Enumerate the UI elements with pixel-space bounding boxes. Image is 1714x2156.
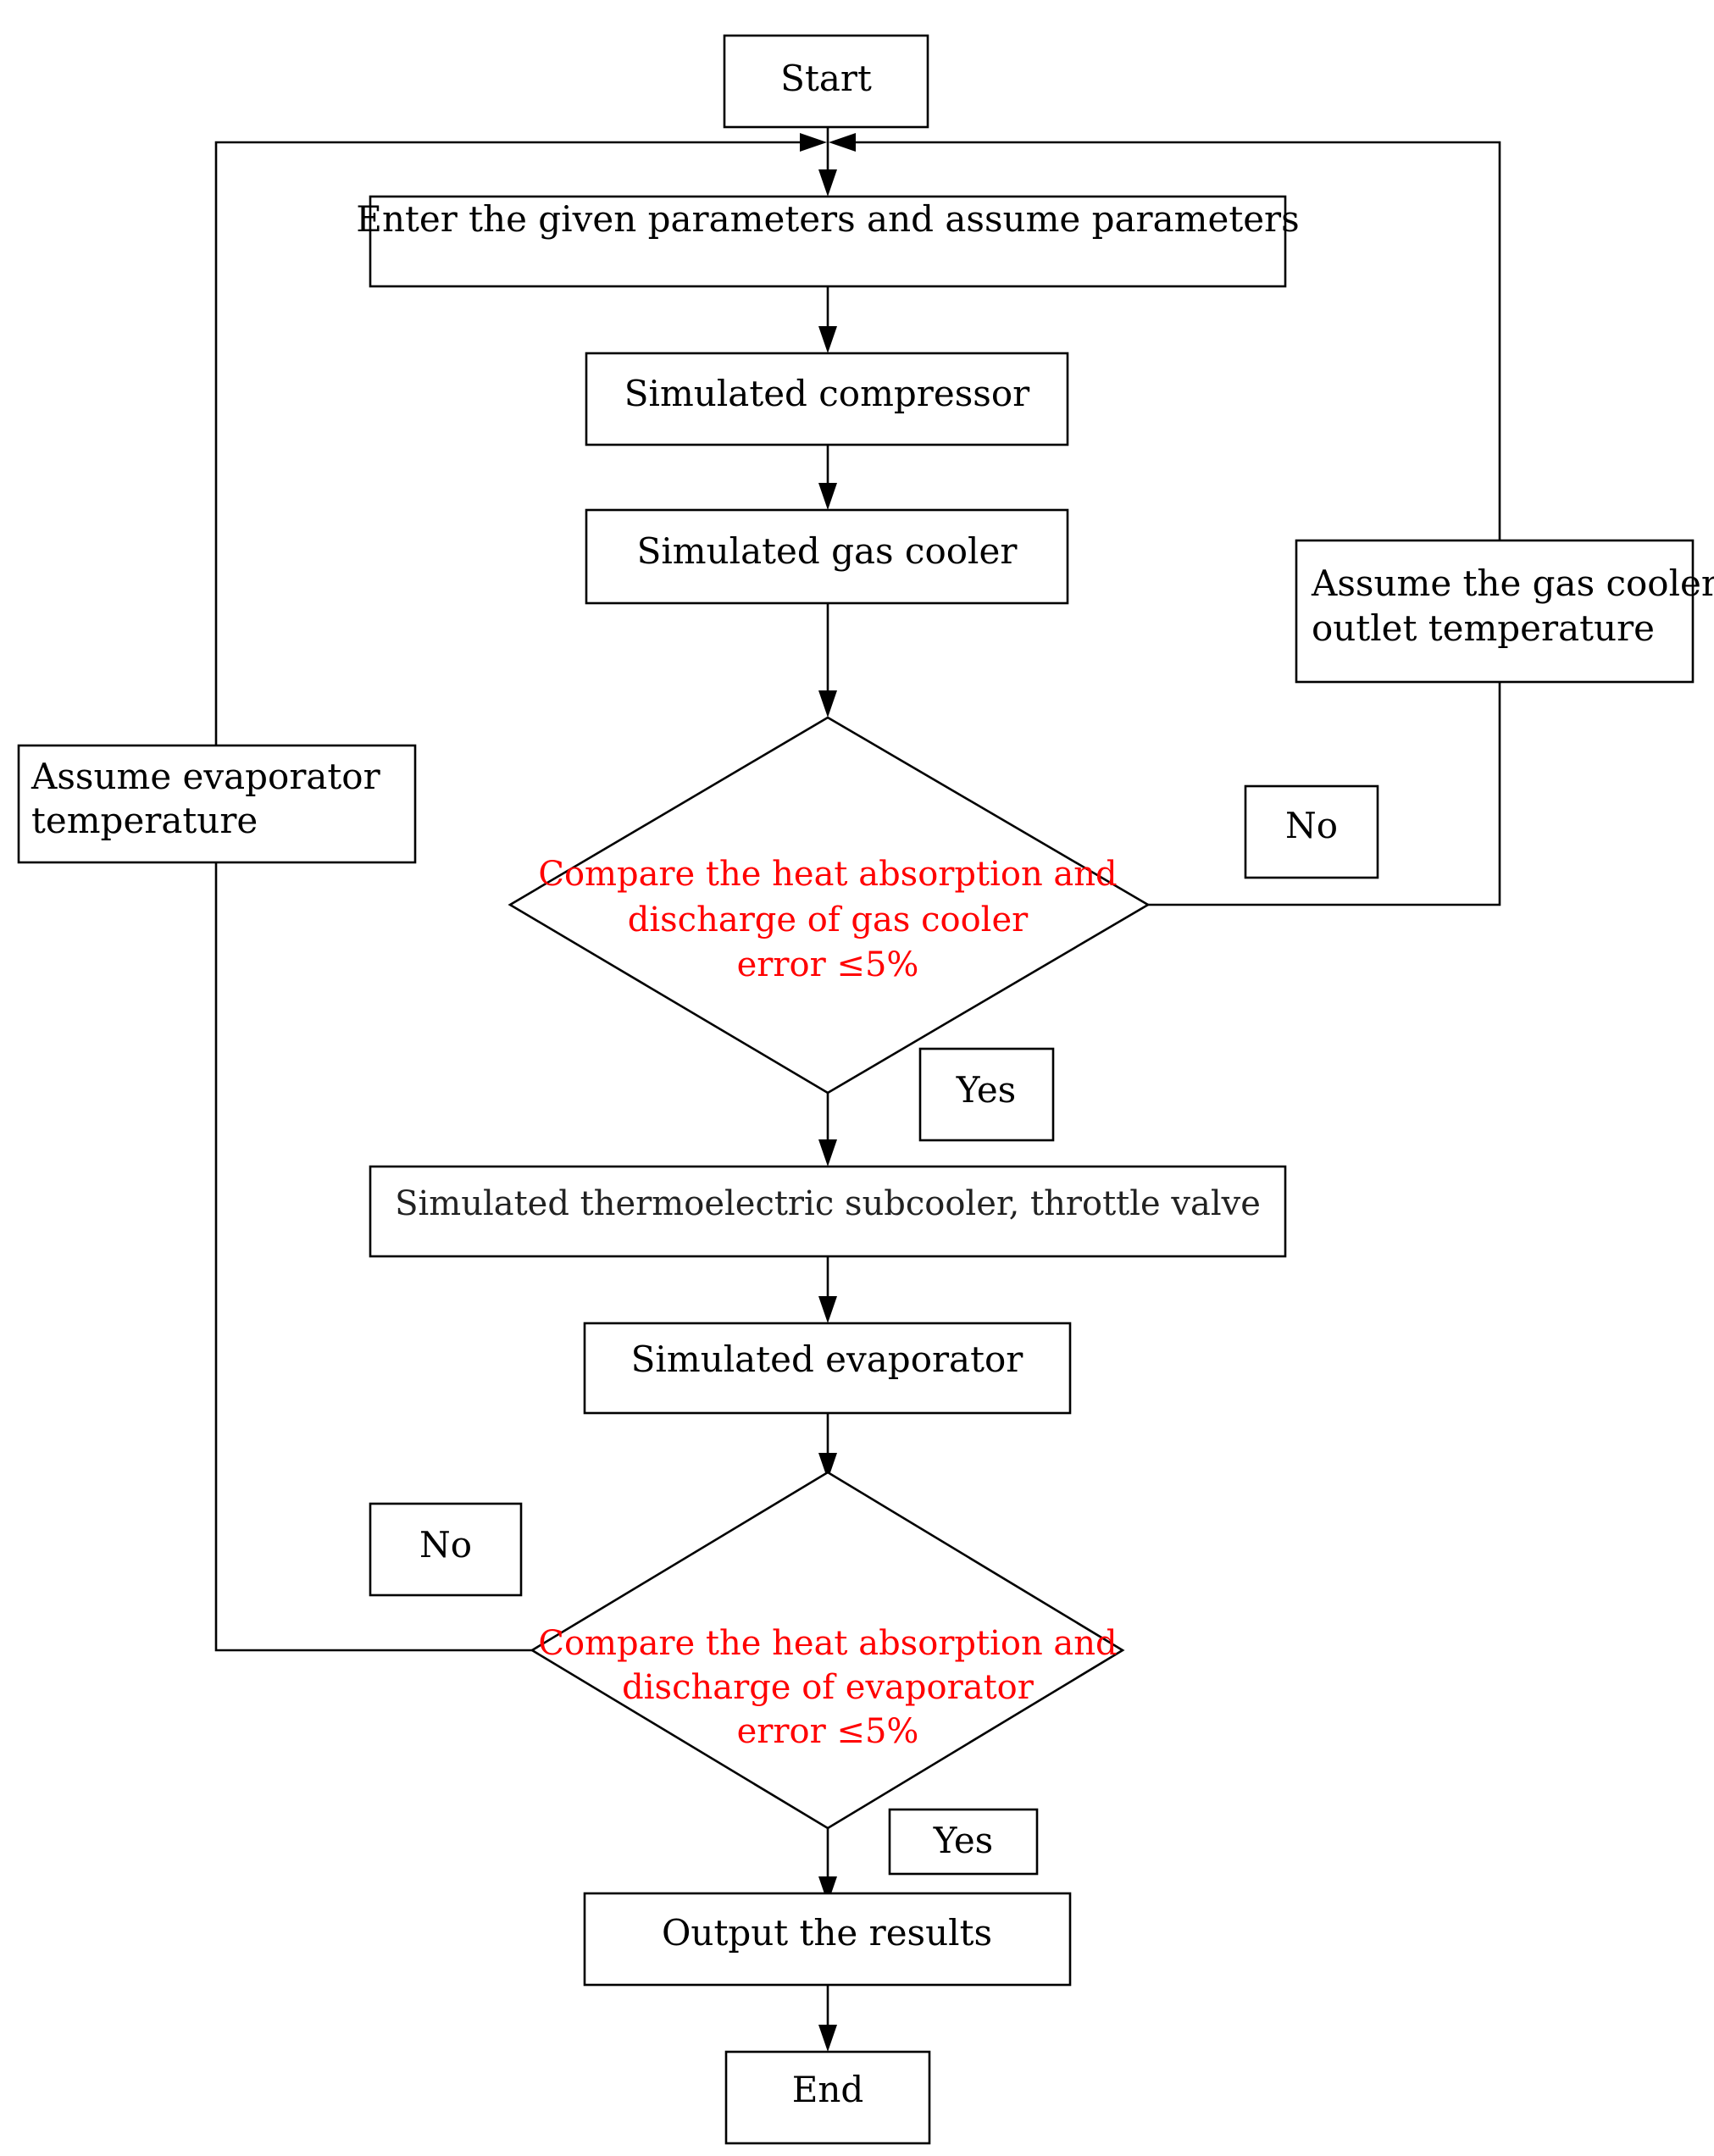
evaporator-decision-line2: discharge of evaporator [622,1668,1035,1707]
arrowhead-into-gascooler [818,483,837,510]
start-label: Start [780,58,872,99]
enter-parameters-label: Enter the given parameters and assume pa… [356,198,1299,240]
arrowhead-into-evaporator [818,1296,837,1323]
simulated-gas-cooler-node: Simulated gas cooler [585,508,1069,605]
simulated-subcooler-valve-node: Simulated thermoelectric subcooler, thro… [369,1165,1287,1258]
gas-cooler-yes-label: Yes [956,1069,1017,1111]
start-node: Start [723,34,929,129]
edge-decision1-no-loop [1148,682,1501,906]
gas-cooler-decision-line2: discharge of gas cooler [628,901,1029,939]
edge-decision2-no-loop [214,862,532,1652]
arrowhead-into-output [818,1876,837,1904]
output-results-label: Output the results [662,1912,992,1954]
arrowhead-right-merge [829,133,856,152]
arrowhead-into-compressor [818,326,837,353]
simulated-compressor-node: Simulated compressor [585,352,1069,446]
end-node: End [724,2050,931,2145]
assume-gas-cooler-outlet-line1: Assume the gas cooler [1311,563,1714,604]
arrowhead-into-subcooler [818,1139,837,1167]
evaporator-decision-line1: Compare the heat absorption and [538,1624,1117,1663]
enter-parameters-node: Enter the given parameters and assume pa… [356,195,1300,288]
output-results-node: Output the results [583,1892,1072,1987]
gas-cooler-decision-line1: Compare the heat absorption and [538,855,1117,894]
gas-cooler-no-label: No [1285,805,1338,846]
evaporator-yes-label: Yes [933,1820,994,1861]
simulated-evaporator-node: Simulated evaporator [583,1322,1072,1415]
assume-evaporator-temp-line2: temperature [31,800,258,841]
gas-cooler-decision-line3: error ≤5% [737,945,919,984]
assume-gas-cooler-outlet-node: Assume the gas cooler outlet temperature [1295,539,1714,684]
evaporator-no-label-box: No [369,1502,523,1597]
end-label: End [792,2069,864,2110]
evaporator-no-label: No [419,1524,472,1566]
evaporator-yes-label-box: Yes [888,1808,1039,1876]
simulated-subcooler-valve-label: Simulated thermoelectric subcooler, thro… [395,1184,1261,1223]
gas-cooler-yes-label-box: Yes [918,1047,1055,1142]
simulated-compressor-label: Simulated compressor [624,373,1030,414]
assume-evaporator-temp-line1: Assume evaporator [31,756,381,797]
arrowhead-left-merge [800,133,827,152]
evaporator-decision-line3: error ≤5% [737,1712,919,1751]
arrowhead-into-enter [818,169,837,197]
arrowhead-into-decision2 [818,1453,837,1480]
gas-cooler-no-label-box: No [1244,784,1379,879]
arrowhead-into-decision1 [818,690,837,718]
simulated-gas-cooler-label: Simulated gas cooler [637,530,1018,572]
edge-assume-evaporator-to-enter [214,141,800,745]
evaporator-decision-node: Compare the heat absorption and discharg… [530,1471,1125,1830]
assume-evaporator-temp-node: Assume evaporator temperature [17,744,417,864]
assume-gas-cooler-outlet-line2: outlet temperature [1312,607,1655,649]
simulated-evaporator-label: Simulated evaporator [631,1338,1024,1380]
arrowhead-into-end [818,2025,837,2052]
edge-assume-gascooler-to-enter [856,141,1501,540]
gas-cooler-decision-node: Compare the heat absorption and discharg… [508,716,1151,1095]
